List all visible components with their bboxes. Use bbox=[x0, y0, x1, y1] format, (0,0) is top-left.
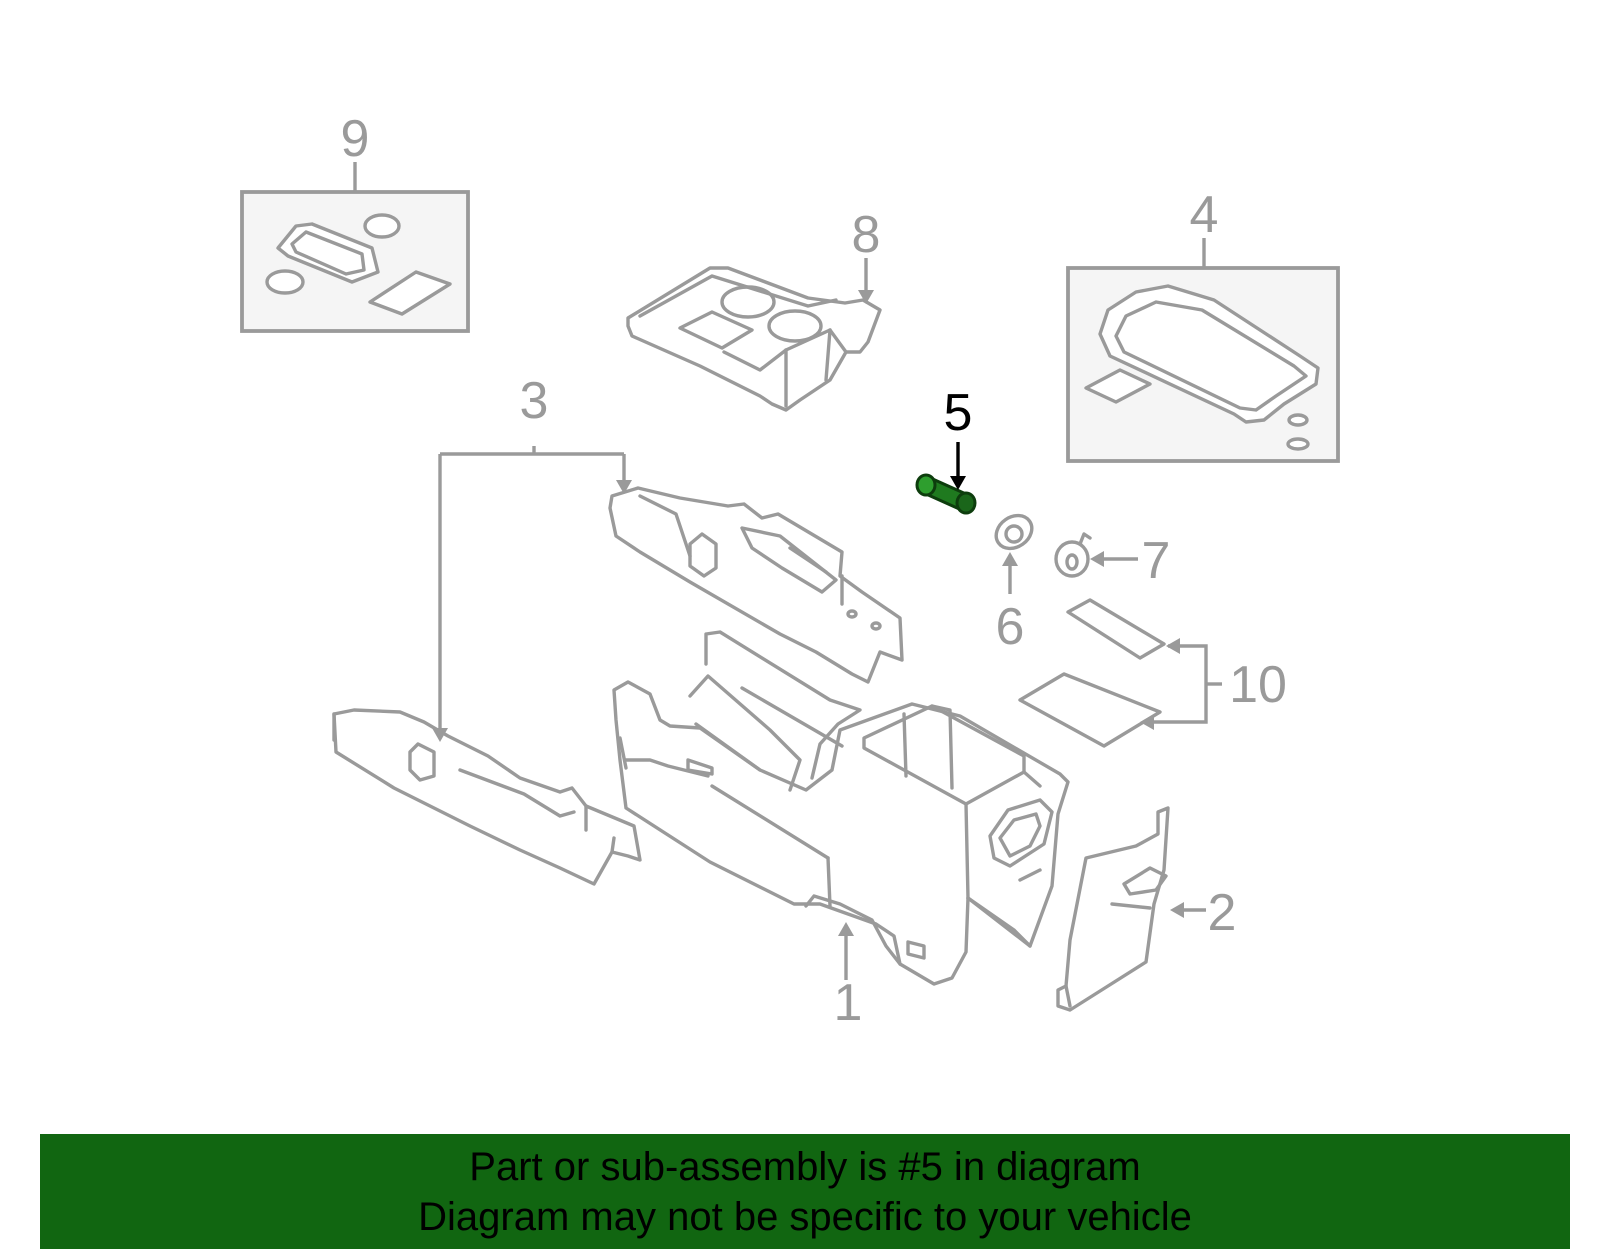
part-5-highlighted[interactable] bbox=[915, 442, 977, 515]
part-7-ring bbox=[1054, 540, 1090, 578]
part-4-clip-a bbox=[1287, 413, 1309, 427]
callout-3: 3 bbox=[520, 372, 549, 430]
part-8-cup-holder[interactable] bbox=[626, 258, 882, 412]
part-4-armrest bbox=[1098, 284, 1320, 424]
part-10-pads[interactable] bbox=[1018, 598, 1222, 748]
part-4-clip-b bbox=[1286, 437, 1310, 451]
callout-9: 9 bbox=[341, 110, 370, 168]
callout-7: 7 bbox=[1142, 532, 1171, 590]
callout-4: 4 bbox=[1190, 186, 1219, 244]
part-2-panel bbox=[1056, 806, 1170, 1012]
part-1-console[interactable] bbox=[612, 630, 1070, 986]
callout-10: 10 bbox=[1229, 656, 1287, 714]
part-4-pad bbox=[1084, 368, 1152, 404]
part-9-pad bbox=[276, 222, 380, 284]
banner-line-1: Part or sub-assembly is #5 in diagram bbox=[469, 1145, 1141, 1189]
part-6-grommet[interactable] bbox=[990, 509, 1038, 594]
part-6-ring bbox=[994, 513, 1034, 551]
callout-2: 2 bbox=[1208, 884, 1237, 942]
part-9-kit[interactable] bbox=[240, 162, 470, 333]
part-10-pad-a bbox=[1066, 598, 1166, 660]
part-7-socket[interactable] bbox=[1054, 532, 1138, 578]
callout-8: 8 bbox=[852, 206, 881, 264]
part-1-body bbox=[612, 680, 1070, 986]
banner-line-2: Diagram may not be specific to your vehi… bbox=[418, 1195, 1192, 1239]
part-9-mat bbox=[368, 270, 452, 316]
callout-1: 1 bbox=[834, 974, 863, 1032]
callout-6: 6 bbox=[996, 598, 1025, 656]
part-5-end bbox=[915, 473, 937, 497]
disclaimer-banner: Part or sub-assembly is #5 in diagram Di… bbox=[40, 1134, 1570, 1249]
part-9-disc-a bbox=[363, 213, 401, 239]
part-3-side-panels[interactable] bbox=[332, 446, 904, 886]
part-3-lower-panel bbox=[332, 708, 642, 886]
part-10-pad-b bbox=[1018, 672, 1162, 748]
part-2-rear-panel[interactable] bbox=[1056, 806, 1206, 1012]
callout-5: 5 bbox=[944, 384, 973, 442]
part-4-armrest-kit[interactable] bbox=[1066, 238, 1340, 463]
part-9-disc-b bbox=[265, 269, 305, 295]
